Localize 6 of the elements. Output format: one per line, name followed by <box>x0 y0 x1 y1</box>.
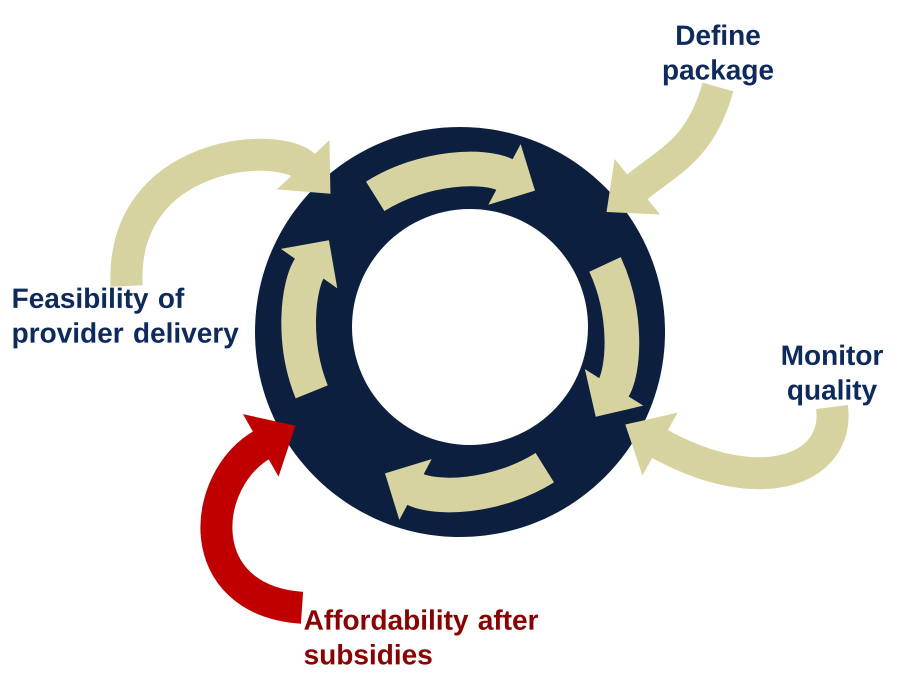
step-label: Affordability after subsidies <box>304 609 538 665</box>
step-label: Feasibility of provider delivery <box>13 288 239 348</box>
ring <box>255 127 665 537</box>
curved-arrow <box>200 414 305 624</box>
step-label: Monitor quality <box>782 344 883 406</box>
step-label: Define package <box>664 24 774 86</box>
